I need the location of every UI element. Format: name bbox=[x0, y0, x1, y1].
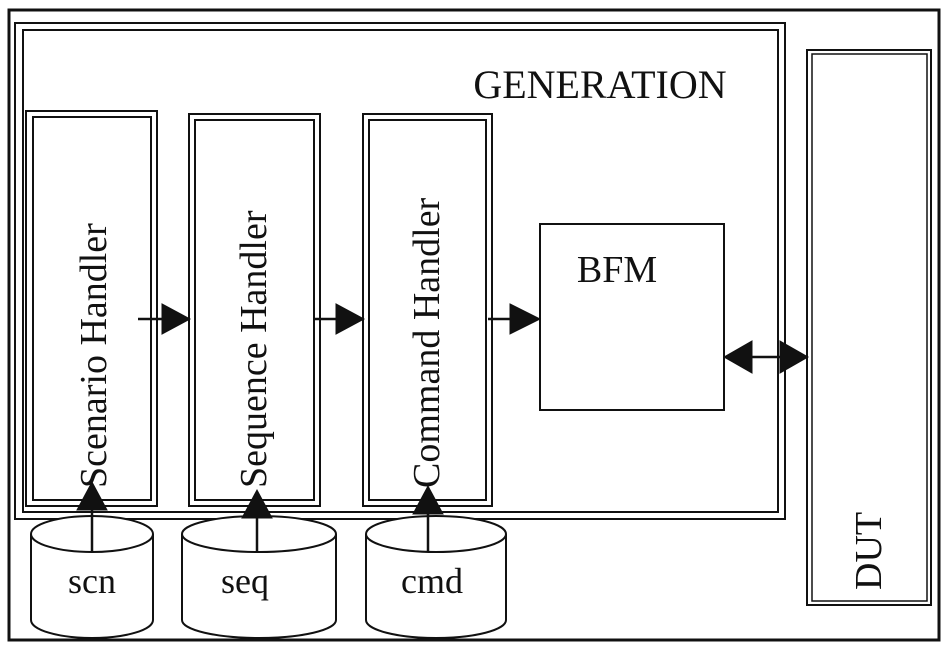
command-handler-label: Command Handler bbox=[406, 197, 448, 488]
bfm-box bbox=[539, 223, 725, 411]
bfm-label: BFM bbox=[577, 249, 657, 291]
database-cmd-label: cmd bbox=[401, 561, 463, 601]
outer-frame bbox=[7, 8, 941, 642]
database-scn-label: scn bbox=[68, 561, 116, 601]
database-seq-label: seq bbox=[221, 561, 269, 601]
dut-box bbox=[806, 49, 932, 606]
arrow-cmd-to-command bbox=[412, 484, 444, 552]
scenario-handler-label: Scenario Handler bbox=[73, 223, 115, 488]
sequence-handler-label: Sequence Handler bbox=[233, 210, 275, 488]
arrow-sequence-to-command bbox=[314, 303, 366, 335]
dut-label: DUT bbox=[848, 512, 890, 590]
arrow-seq-to-sequence bbox=[241, 488, 273, 552]
generation-label: GENERATION bbox=[473, 62, 726, 107]
arrow-scenario-to-sequence bbox=[138, 303, 192, 335]
arrow-bfm-dut-bidirectional bbox=[722, 340, 810, 374]
database-seq bbox=[181, 515, 337, 639]
arrow-scn-to-scenario bbox=[76, 480, 108, 552]
database-cmd bbox=[365, 515, 507, 639]
arrow-command-to-bfm bbox=[488, 303, 542, 335]
